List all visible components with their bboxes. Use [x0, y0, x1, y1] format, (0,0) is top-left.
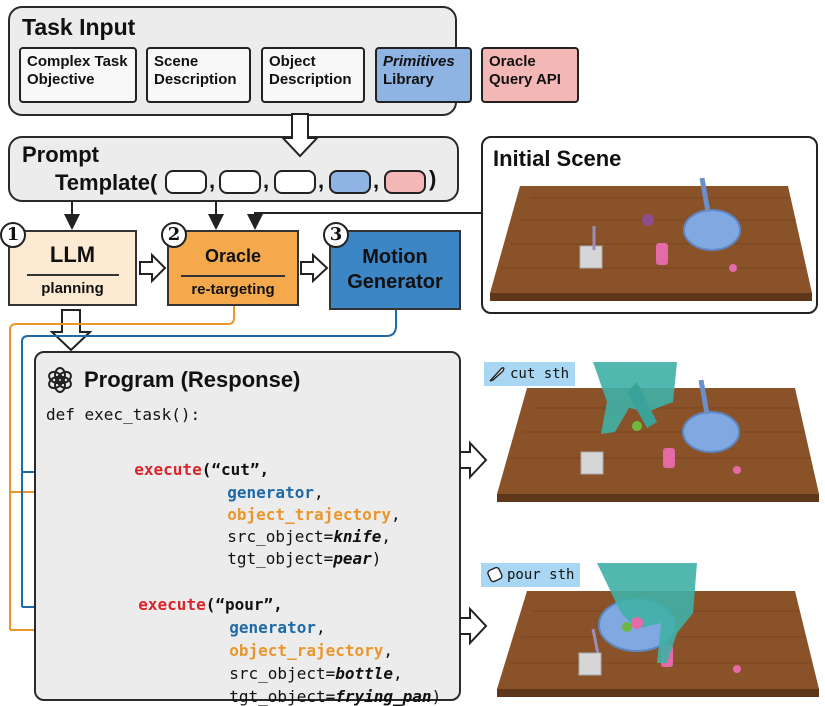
task-input-item-objective: Complex Task Objective — [19, 47, 137, 103]
arrow-scene-to-oracle — [247, 212, 481, 230]
prompt-slot-3 — [274, 170, 316, 194]
item-line: Object — [269, 53, 316, 70]
initial-scene-title: Initial Scene — [493, 146, 622, 171]
prompt-slot-4 — [329, 170, 371, 194]
close-paren: ) — [371, 549, 382, 568]
program-def-line: def exec_task(): — [46, 405, 201, 424]
prompt-close: ) — [429, 166, 437, 191]
prompt-slot-1 — [165, 170, 207, 194]
item-line: Oracle — [489, 53, 536, 70]
execute-keyword: execute — [134, 460, 202, 479]
llm-node: LLM planning — [8, 230, 137, 306]
verb-arg: (“pour”, — [205, 595, 283, 614]
tgt-prefix: tgt_object= — [227, 549, 334, 568]
item-line: Library — [383, 71, 434, 88]
oracle-subtitle: re-targeting — [191, 281, 275, 298]
comma: , — [315, 618, 326, 637]
task-input-item-oracle: Oracle Query API — [481, 47, 579, 103]
block1-execute-line: execute(“cut”, — [115, 441, 269, 479]
pour-scene-render — [497, 563, 819, 697]
llm-title: LLM — [49, 242, 96, 267]
tgt-value: pear — [333, 549, 372, 568]
task-input-item-object: Object Description — [261, 47, 365, 103]
item-line: Objective — [27, 71, 95, 88]
task-input-item-primitives: Primitives Library — [375, 47, 472, 103]
trajectory-arg: object_trajectory — [227, 505, 392, 524]
prompt-sep: , — [263, 168, 270, 193]
prompt-slot-5 — [384, 170, 426, 194]
block1-src-line: src_object=knife, — [208, 508, 391, 546]
llm-number-badge: 1 — [0, 222, 26, 248]
program-panel — [34, 351, 461, 701]
llm-subtitle: planning — [41, 280, 104, 297]
block1-tgt-line: tgt_object=pear) — [208, 530, 381, 568]
trajectory-arg: object_rajectory — [229, 641, 384, 660]
motion-number-badge: 3 — [323, 222, 349, 248]
comma: , — [391, 505, 401, 524]
bottle-icon — [487, 566, 503, 583]
motion-title-2: Generator — [347, 271, 443, 293]
block2-tgt-line: tgt_object=frying_pan) — [210, 668, 441, 706]
motion-title: Motion — [362, 246, 428, 268]
cut-scene-render — [497, 362, 819, 502]
src-value: bottle — [335, 664, 394, 683]
oracle-number-badge: 2 — [161, 222, 187, 248]
tgt-value: frying_pan — [335, 687, 432, 706]
src-value: knife — [333, 527, 382, 546]
prompt-template-label: Template( — [55, 170, 158, 195]
openai-icon — [48, 367, 72, 393]
comma: , — [381, 527, 392, 546]
cut-label-text: cut sth — [510, 366, 570, 382]
hollow-arrow-oracle-to-motion — [300, 252, 329, 284]
block2-execute-line: execute(“pour”, — [119, 576, 283, 614]
item-line: Description — [154, 71, 237, 88]
llm-divider — [26, 274, 119, 276]
tgt-prefix: tgt_object= — [229, 687, 336, 706]
src-prefix: src_object= — [227, 527, 334, 546]
block2-trajectory-line: object_rajectory, — [210, 622, 393, 660]
orange-line-oracle — [9, 306, 235, 500]
initial-scene-render — [490, 177, 812, 301]
block1-generator-line: generator, — [208, 464, 324, 502]
oracle-node: Oracle re-targeting — [167, 230, 299, 306]
oracle-title: Oracle — [204, 246, 262, 266]
oracle-divider — [181, 275, 285, 277]
execute-keyword: execute — [138, 595, 206, 614]
prompt-title: Prompt — [22, 142, 99, 167]
knife-icon — [489, 367, 505, 382]
blue-line-motion — [21, 310, 397, 480]
generator-arg: generator — [229, 618, 316, 637]
comma: , — [393, 664, 403, 683]
block2-generator-line: generator, — [210, 599, 326, 637]
item-line: Scene — [154, 53, 199, 70]
item-line: Complex Task — [27, 53, 128, 70]
prompt-slot-2 — [219, 170, 261, 194]
prompt-sep: , — [318, 168, 325, 193]
comma: , — [383, 641, 394, 660]
motion-generator-node: Motion Generator — [329, 230, 461, 310]
hollow-arrow-llm-to-oracle — [139, 252, 167, 284]
comma: , — [313, 483, 324, 502]
hollow-arrow-llm-to-program — [49, 309, 93, 352]
src-prefix: src_object= — [229, 664, 336, 683]
close-paren: ) — [431, 687, 442, 706]
item-line: Primitives — [383, 53, 455, 70]
item-line: Description — [269, 71, 352, 88]
task-input-item-scene: Scene Description — [146, 47, 251, 103]
generator-arg: generator — [227, 483, 314, 502]
prompt-sep: , — [209, 168, 216, 193]
program-title: Program (Response) — [84, 367, 301, 392]
block2-src-line: src_object=bottle, — [210, 645, 403, 683]
pour-label-text: pour sth — [507, 567, 575, 583]
item-line: Query API — [489, 71, 561, 88]
block1-trajectory-line: object_trajectory, — [208, 486, 401, 524]
arrow-task-to-prompt — [280, 113, 320, 158]
prompt-sep: , — [373, 168, 380, 193]
task-input-title: Task Input — [22, 14, 136, 40]
verb-arg: (“cut”, — [201, 460, 270, 479]
